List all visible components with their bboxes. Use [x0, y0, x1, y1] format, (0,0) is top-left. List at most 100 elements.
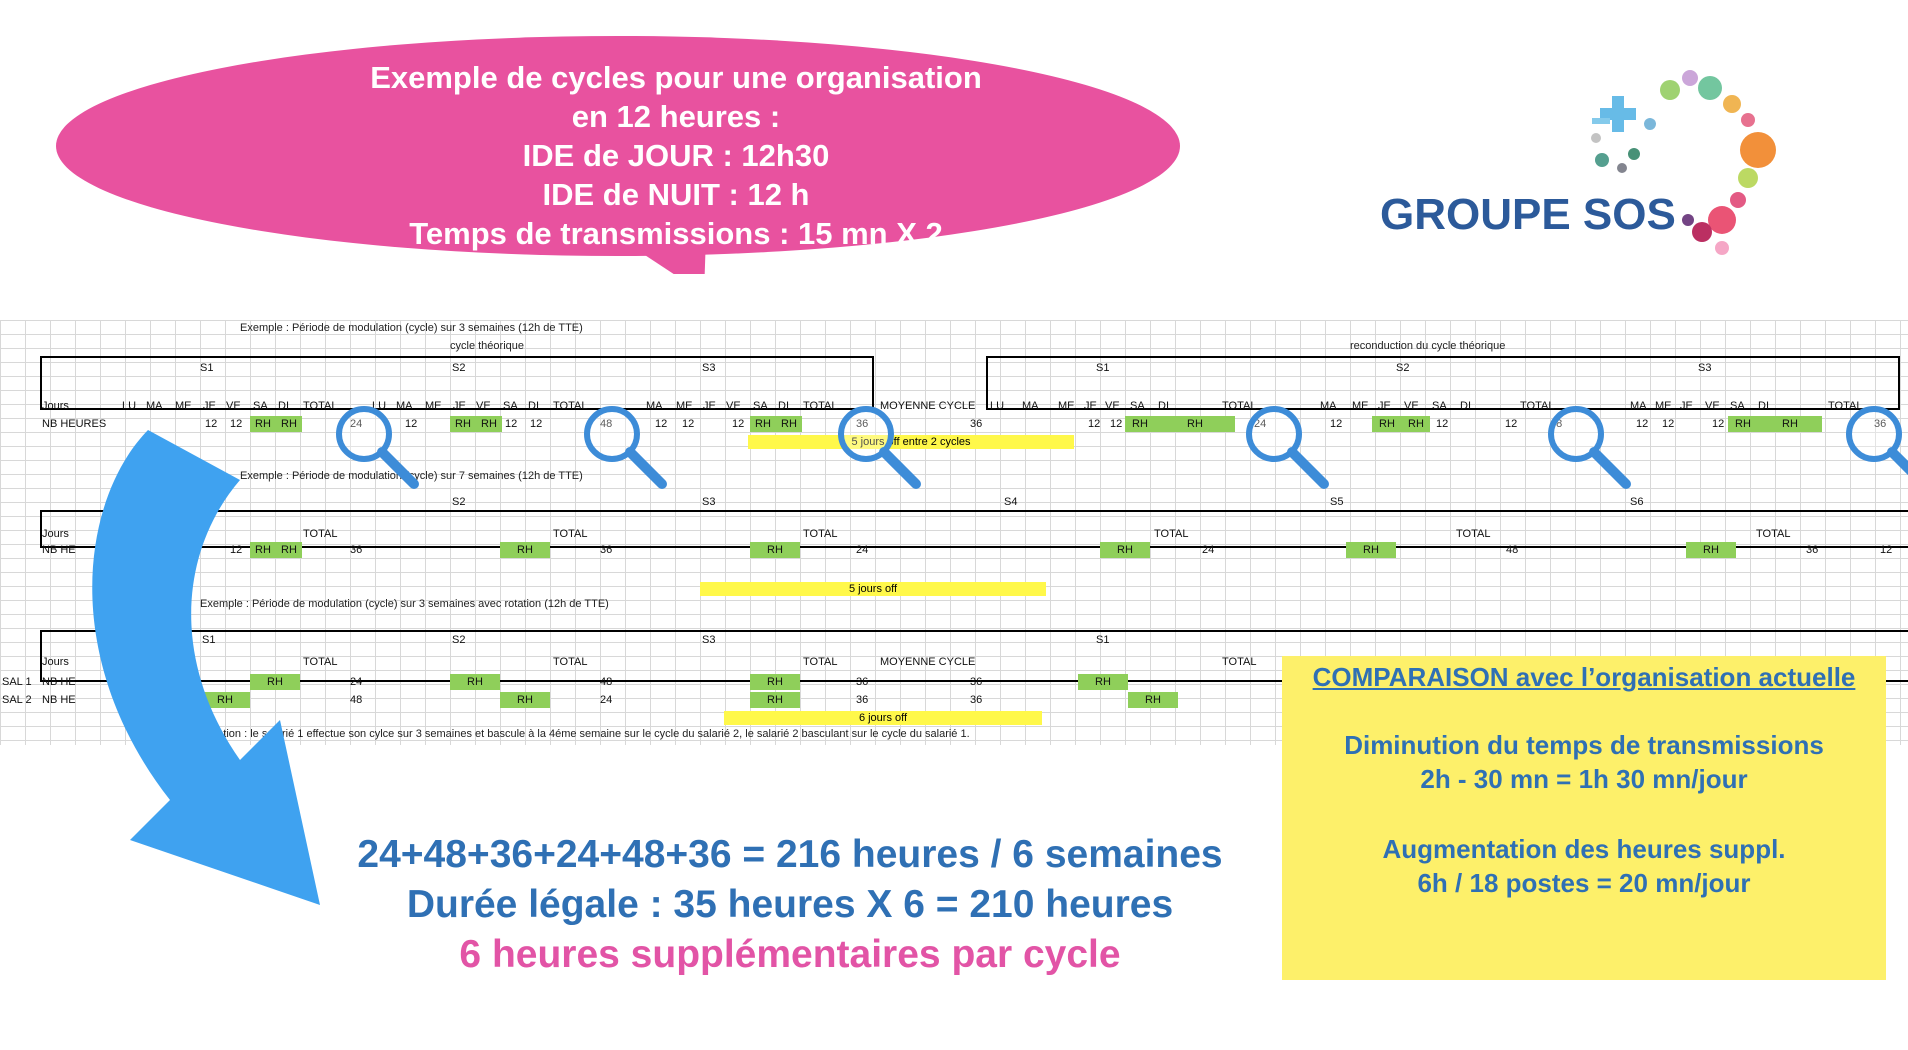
total-cell: 24 [1254, 416, 1266, 432]
total-cell: 36 [856, 694, 869, 706]
total-cell: 12 [1880, 544, 1893, 556]
calc-line-legal: Durée légale : 35 heures X 6 = 210 heure… [406, 883, 1174, 926]
week-label: S2 [452, 634, 466, 646]
total-cell: 24 [600, 694, 613, 706]
nb-heures-label: NB HE [42, 694, 76, 706]
day-label: VE [1105, 400, 1120, 412]
day-label: VE [226, 400, 241, 412]
nb-heures-label: NB HEURES [42, 418, 107, 430]
rh-cell: RH [1372, 416, 1402, 432]
hours-cell: 12 [1330, 418, 1343, 430]
day-label: MA [1320, 400, 1337, 412]
flower-cluster-icon [1591, 70, 1776, 255]
sal1-label: SAL 1 [2, 676, 32, 688]
moyenne-label: MOYENNE CYCLE [880, 400, 976, 412]
hours-cell: 12 [505, 418, 518, 430]
total-label: TOTAL [303, 400, 338, 412]
rh-cell: RH [500, 692, 550, 708]
moyenne-cell: 36 [970, 694, 983, 706]
day-label: MA [646, 400, 663, 412]
rh-cell: RH [1125, 416, 1155, 432]
day-label: SA [1130, 400, 1145, 412]
total-cell: 36 [1806, 544, 1819, 556]
rh-cell: RH [500, 542, 550, 558]
cycle-table-2 [40, 510, 1908, 548]
bubble-line: en 12 heures : [571, 99, 781, 134]
curved-arrow-icon [92, 430, 320, 905]
day-label: ME [425, 400, 442, 412]
magnifier-icon [838, 406, 921, 489]
total-label: TOTAL [1520, 400, 1555, 412]
day-label: LU [122, 400, 137, 412]
rh-cell: RH [250, 542, 276, 558]
speech-bubble: Exemple de cycles pour une organisation … [56, 36, 1180, 274]
moyenne-cell: 36 [970, 676, 983, 688]
magnifier-icon [1246, 406, 1329, 489]
day-label: DI [528, 400, 539, 412]
spreadsheet: Exemple : Période de modulation (cycle) … [0, 320, 1908, 745]
week-label: S2 [452, 496, 466, 508]
rh-cell: RH [1078, 674, 1128, 690]
total-label: TOTAL [1756, 528, 1791, 540]
rh-cell: RH [1728, 416, 1758, 432]
day-label: SA [753, 400, 768, 412]
rh-cell: RH [1686, 542, 1736, 558]
hours-cell: 12 [530, 418, 543, 430]
week-label: S1 [202, 634, 216, 646]
rh-cell: RH [1402, 416, 1430, 432]
hours-cell: 12 [1088, 418, 1101, 430]
comparison-box: COMPARAISON avec l’organisation actuelle… [1282, 656, 1886, 980]
caption-cycle-rotation: Exemple : Période de modulation (cycle) … [200, 598, 609, 610]
days-row: Jours TOTAL TOTAL TOTAL MOYENNE CYCLE TO… [0, 654, 1908, 670]
total-cell: 48 [1506, 544, 1519, 556]
days-row: Jours LU MA ME JE VE SA DI TOTAL LU MA M… [0, 398, 1908, 414]
day-label: LU [990, 400, 1005, 412]
day-label: SA [1432, 400, 1447, 412]
rh-cell: RH [250, 674, 300, 690]
week-label: S2 [1396, 362, 1410, 374]
hours-cell: 12 [1636, 418, 1649, 430]
hours-cell: 12 [230, 418, 243, 430]
total-label: TOTAL [1222, 400, 1257, 412]
calc-line-total: 24+48+36+24+48+36 = 216 heures / 6 semai… [357, 833, 1223, 876]
day-label: DI [778, 400, 789, 412]
jours-label: Jours [42, 400, 69, 412]
total-label: TOTAL [303, 656, 338, 668]
day-label: JE [453, 400, 466, 412]
cycle-theorique-label: cycle théorique [450, 340, 524, 352]
rh-cell: RH [1346, 542, 1396, 558]
total-label: TOTAL [1456, 528, 1491, 540]
day-label: DI [1758, 400, 1769, 412]
note-5-jours-off: 5 jours off [700, 582, 1046, 596]
day-label: VE [726, 400, 741, 412]
magnifier-icon [584, 406, 667, 489]
day-label: MA [1022, 400, 1039, 412]
moyenne-cell: 36 [970, 418, 983, 430]
bubble-text: Exemple de cycles pour une organisation … [216, 58, 1136, 253]
rh-cell: RH [1758, 416, 1822, 432]
total-cell: 48 [600, 676, 613, 688]
day-label: SA [503, 400, 518, 412]
hours-cell: 12 [405, 418, 418, 430]
day-label: JE [1084, 400, 1097, 412]
total-cell: 24 [1202, 544, 1215, 556]
day-label: JE [703, 400, 716, 412]
rh-cell: RH [1155, 416, 1235, 432]
rh-cell: RH [750, 542, 800, 558]
hours-cell: 12 [205, 418, 218, 430]
hours-cell: 12 [1505, 418, 1518, 430]
comparison-title: COMPARAISON avec l’organisation actuelle [1312, 662, 1856, 692]
rh-cell: RH [476, 416, 502, 432]
hours-cell: 12 [682, 418, 695, 430]
note-5-jours-off-entre-cycles: 5 jours off entre 2 cycles [748, 435, 1074, 449]
nb-heures-row: NB HE 12 RH RH 36 RH 36 RH 24 RH 24 RH 4… [0, 542, 1908, 558]
jours-label: Jours [42, 528, 69, 540]
week-label: S1 [200, 362, 214, 374]
week-label: S3 [702, 496, 716, 508]
nb-heures-label: NB HE [42, 676, 76, 688]
bubble-line: IDE de JOUR : 12h30 [522, 138, 830, 173]
total-cell: 36 [856, 416, 868, 432]
magnifier-icon [336, 406, 419, 489]
sal1-row: SAL 1 NB HE RH 24 RH 48 RH 36 36 RH [0, 674, 1908, 690]
total-cell: 36 [1874, 416, 1886, 432]
